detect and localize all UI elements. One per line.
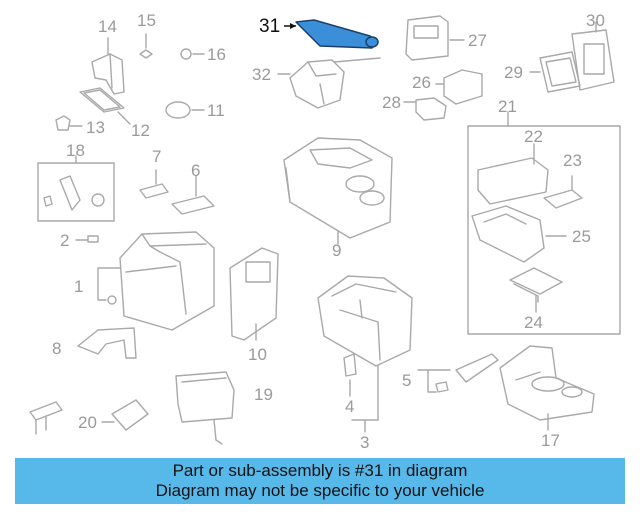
- callout-21: 21: [498, 97, 517, 116]
- part-18-shape: [37, 155, 115, 222]
- callout-27: 27: [468, 31, 487, 50]
- callout-9: 9: [332, 241, 342, 260]
- callout-23: 23: [563, 151, 582, 170]
- part-10-shape: [229, 247, 279, 341]
- part-31-shape: [284, 19, 379, 49]
- callout-24: 24: [524, 313, 543, 332]
- part-28-shape: [403, 97, 447, 121]
- callout-30: 30: [586, 11, 605, 30]
- callout-20: 20: [78, 413, 97, 432]
- callout-11: 11: [207, 101, 225, 120]
- callout-3: 3: [360, 433, 370, 452]
- banner-line-1: Part or sub-assembly is #31 in diagram: [172, 461, 468, 480]
- callout-4: 4: [345, 397, 355, 416]
- callout-32: 32: [252, 65, 271, 84]
- callout-17: 17: [541, 431, 560, 450]
- callout-6: 6: [191, 161, 201, 180]
- part-30-shape: [571, 21, 615, 91]
- part-27-shape: [405, 15, 465, 61]
- part-1-shape: [97, 231, 215, 331]
- part-5-shape: [417, 353, 499, 393]
- callout-14: 14: [98, 17, 117, 36]
- callout-16: 16: [207, 45, 226, 64]
- part-2-shape: [75, 235, 99, 243]
- callout-15: 15: [137, 11, 156, 30]
- callout-28: 28: [382, 93, 401, 112]
- callout-8: 8: [52, 339, 62, 358]
- part-4-shape: [343, 353, 357, 397]
- callout-18: 18: [66, 141, 85, 160]
- part-13-shape: [55, 115, 83, 131]
- callout-13: 13: [86, 118, 105, 137]
- part-20-shape: [29, 399, 149, 435]
- callout-2: 2: [60, 231, 70, 250]
- parts-diagram: 14 15 16 11 12 13 18 7 6 2 1 8 10 19 20 …: [29, 11, 621, 452]
- part-3-shape: [317, 275, 413, 433]
- part-26-shape: [435, 69, 483, 105]
- callout-19: 19: [254, 385, 273, 404]
- part-14-shape: [91, 53, 125, 95]
- callout-5: 5: [402, 371, 412, 390]
- part-11-shape: [165, 101, 205, 119]
- callout-22: 22: [524, 127, 543, 146]
- callout-10: 10: [248, 345, 267, 364]
- part-32-shape: [277, 57, 381, 109]
- part-21-shape: [467, 111, 621, 335]
- callout-12: 12: [131, 121, 150, 140]
- part-17-shape: [499, 345, 595, 431]
- part-15-shape: [139, 33, 153, 59]
- part-6-shape: [171, 175, 215, 215]
- info-banner: Part or sub-assembly is #31 in diagram D…: [15, 458, 625, 504]
- part-7-shape: [139, 169, 169, 199]
- part-29-shape: [529, 51, 581, 93]
- part-12-shape: [79, 87, 131, 125]
- part-8-shape: [77, 327, 137, 359]
- banner-line-2: Diagram may not be specific to your vehi…: [155, 481, 485, 500]
- part-19-shape: [175, 371, 235, 445]
- callout-29: 29: [504, 63, 523, 82]
- callout-1: 1: [74, 277, 84, 296]
- callout-31: 31: [259, 16, 281, 37]
- diagram-artwork: [29, 15, 621, 445]
- callout-26: 26: [412, 73, 431, 92]
- part-9-shape: [283, 137, 393, 245]
- callout-7: 7: [152, 147, 162, 166]
- callout-25: 25: [572, 227, 591, 246]
- part-16-shape: [180, 48, 205, 60]
